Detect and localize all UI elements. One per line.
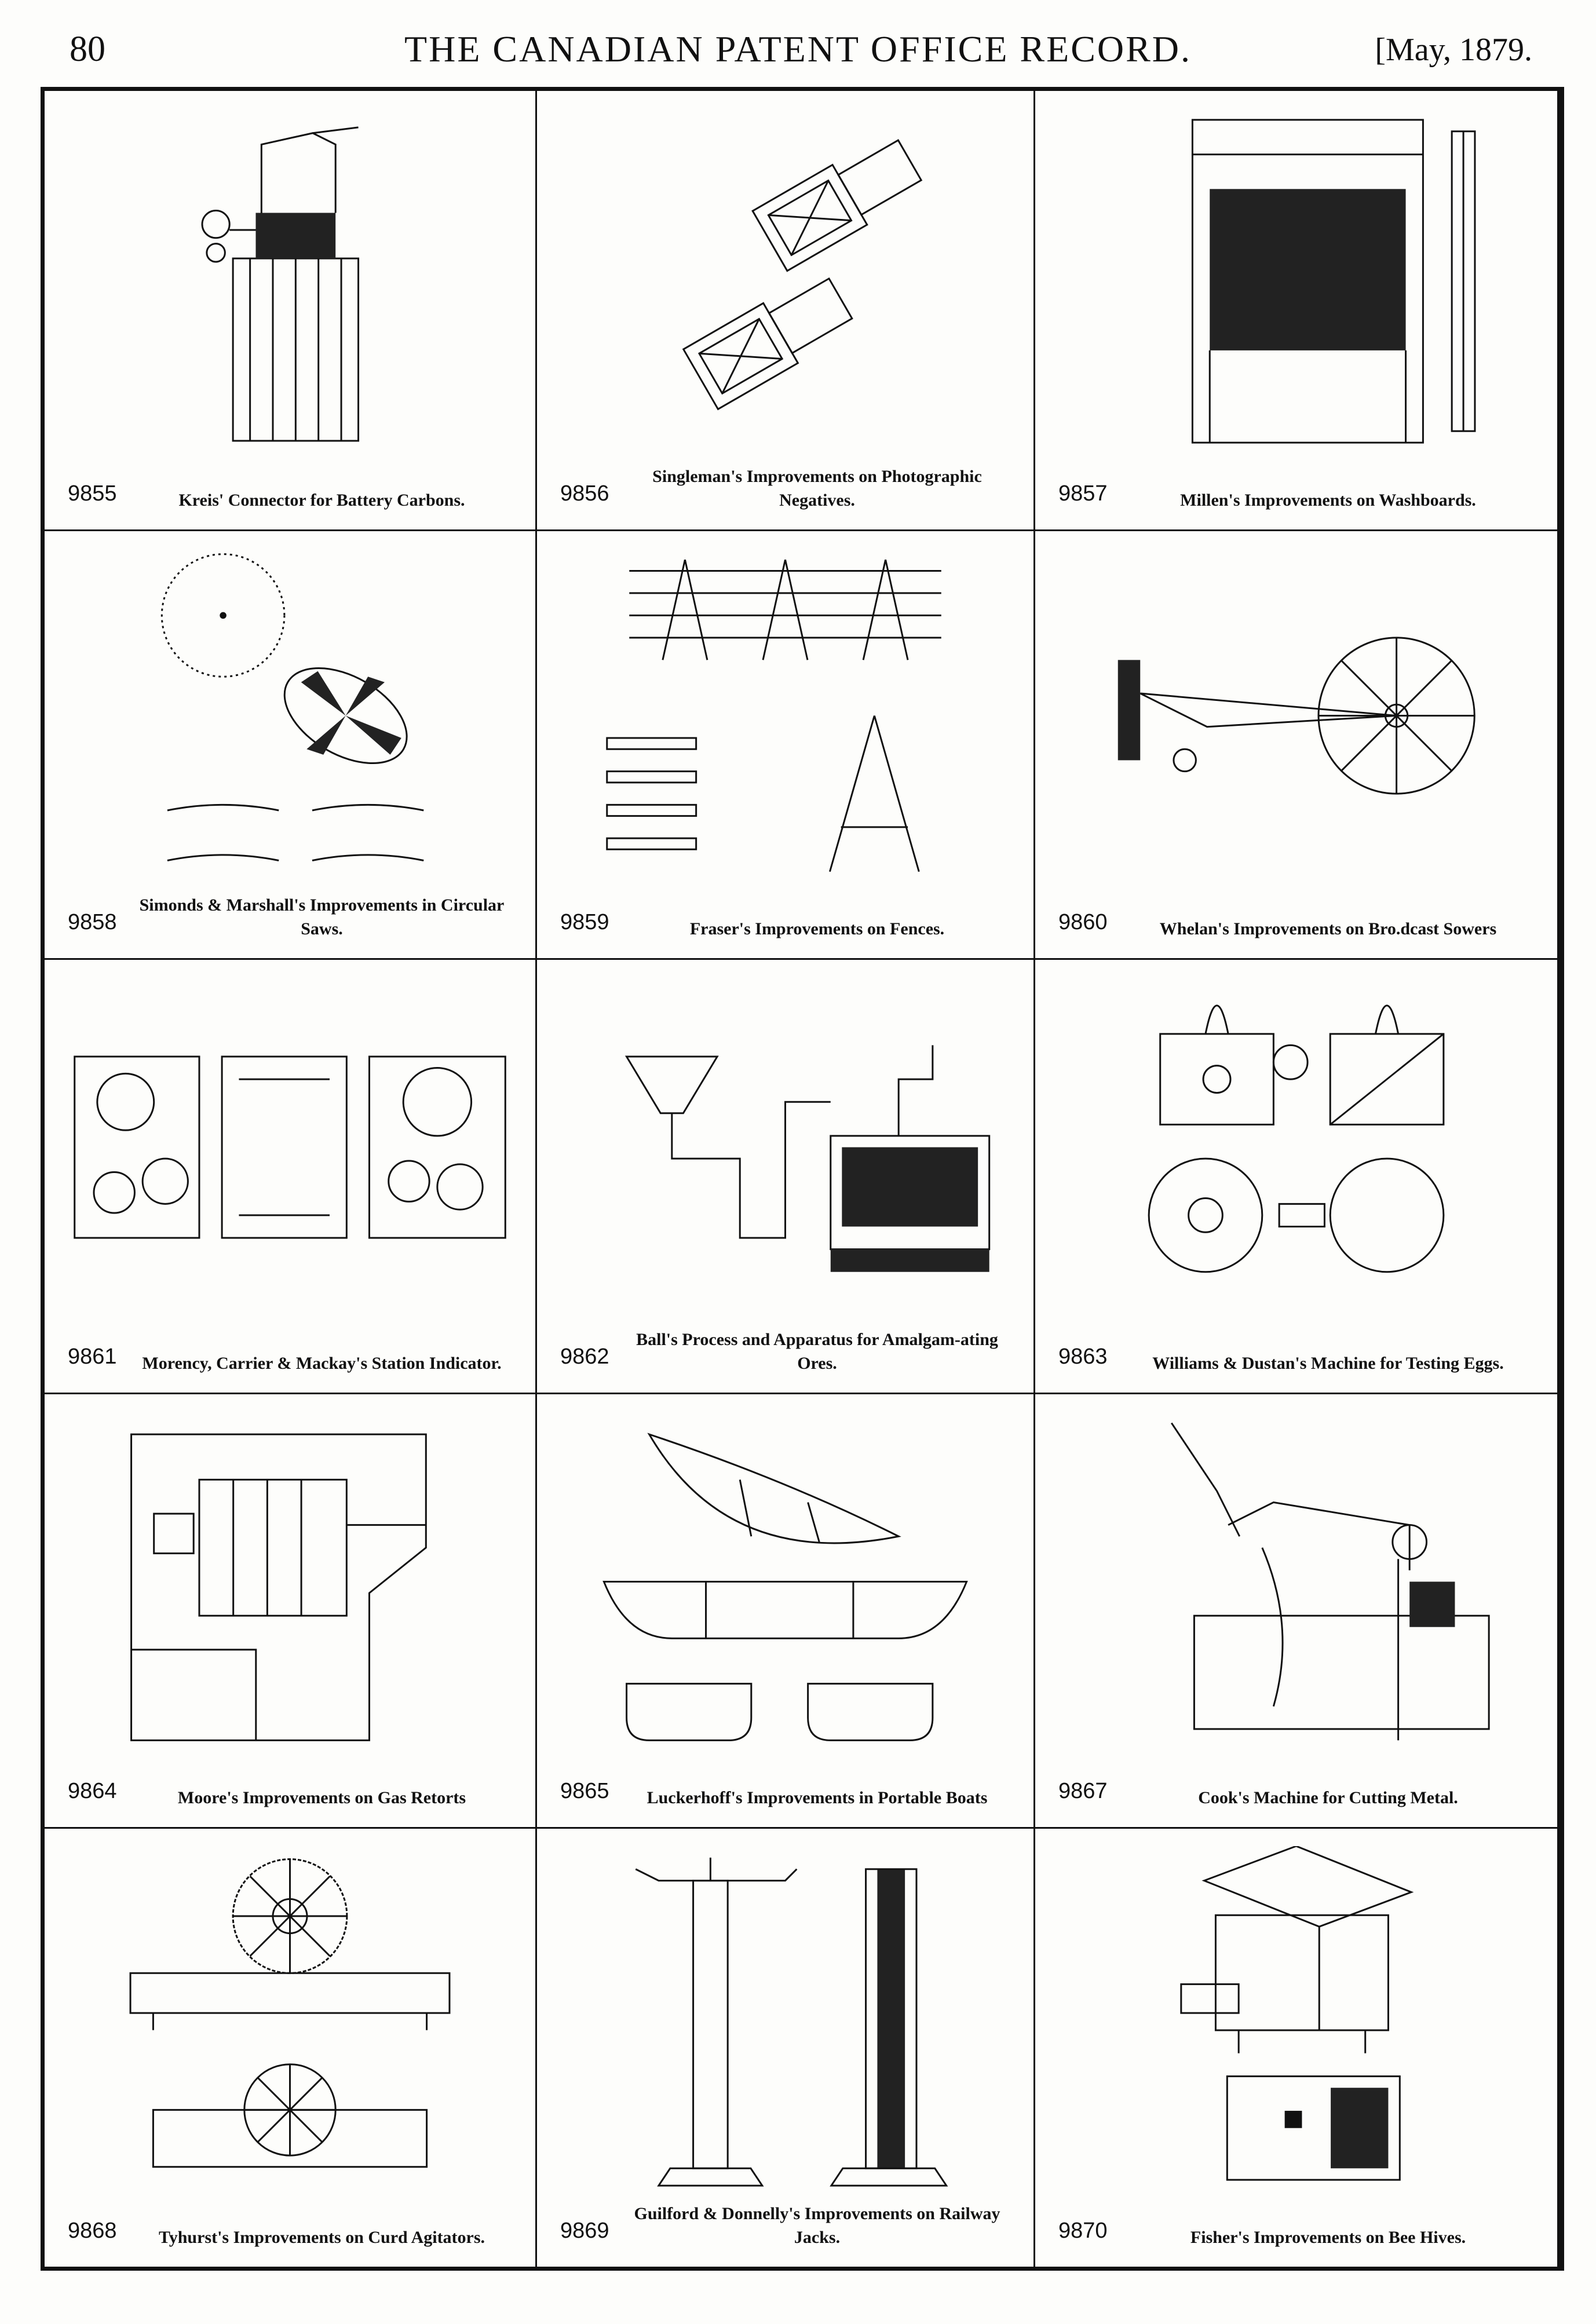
patent-cell-9869: 9869 Guilford & Donnelly's Improvements … (537, 1829, 1035, 2267)
patent-caption: Ball's Process and Apparatus for Amalgam… (636, 1330, 998, 1373)
patent-caption: Morency, Carrier & Mackay's Station Indi… (142, 1353, 502, 1373)
patent-number: 9862 (560, 1344, 609, 1369)
patent-cell-9865: 9865 Luckerhoff's Improvements in Portab… (537, 1394, 1035, 1829)
patent-caption: Simonds & Marshall's Improvements in Cir… (139, 896, 505, 938)
patent-cell-9858: 9858 Simonds & Marshall's Improvements i… (45, 531, 537, 960)
patent-number: 9856 (560, 481, 609, 506)
amalgamating-apparatus-drawing-icon (554, 977, 1016, 1317)
page-title: THE CANADIAN PATENT OFFICE RECORD. (404, 28, 1192, 70)
page-header: 80 THE CANADIAN PATENT OFFICE RECORD. [M… (0, 23, 1596, 75)
railway-jack-drawing-icon (554, 1846, 1016, 2191)
fence-drawing-icon (554, 549, 1016, 883)
bee-hive-drawing-icon (1053, 1846, 1540, 2191)
patent-cell-9860: 9860 Whelan's Improvements on Bro.dcast … (1035, 531, 1557, 960)
patent-number: 9863 (1058, 1344, 1108, 1369)
patent-number: 9864 (68, 1779, 117, 1803)
broadcast-sower-drawing-icon (1053, 549, 1540, 883)
patent-caption: Tyhurst's Improvements on Curd Agitators… (158, 2227, 485, 2247)
photographic-frames-drawing-icon (554, 108, 1016, 454)
patent-number: 9867 (1058, 1779, 1108, 1803)
patent-caption: Millen's Improvements on Washboards. (1180, 490, 1476, 510)
battery-connector-drawing-icon (62, 108, 518, 454)
patent-caption: Luckerhoff's Improvements in Portable Bo… (647, 1788, 988, 1807)
curd-agitator-drawing-icon (62, 1846, 518, 2191)
patent-cell-9856: 9856 Singleman's Improvements on Photogr… (537, 91, 1035, 531)
page-number: 80 (70, 30, 105, 69)
patent-caption: Kreis' Connector for Battery Carbons. (178, 490, 465, 510)
patent-caption: Singleman's Improvements on Photographic… (652, 467, 982, 510)
patent-cell-9868: 9868 Tyhurst's Improvements on Curd Agit… (45, 1829, 537, 2267)
patent-cell-9859: 9859 Fraser's Improvements on Fences. (537, 531, 1035, 960)
patent-cell-9867: 9867 Cook's Machine for Cutting Metal. (1035, 1394, 1557, 1829)
patent-caption: Fraser's Improvements on Fences. (689, 919, 945, 938)
patent-number: 9869 (560, 2219, 609, 2243)
patent-caption: Fisher's Improvements on Bee Hives. (1190, 2227, 1466, 2247)
issue-date: [May, 1879. (1375, 32, 1532, 68)
patent-number: 9857 (1058, 481, 1108, 506)
patent-cell-9870: 9870 Fisher's Improvements on Bee Hives. (1035, 1829, 1557, 2267)
patent-caption: Whelan's Improvements on Bro.dcast Sower… (1159, 919, 1497, 938)
washboard-drawing-icon (1053, 108, 1540, 454)
patent-cell-9857: 9857 Millen's Improvements on Washboards… (1035, 91, 1557, 531)
patent-cell-9855: 9855 Kreis' Connector for Battery Carbon… (45, 91, 537, 531)
patent-caption: Guilford & Donnelly's Improvements on Ra… (634, 2204, 1000, 2247)
patent-number: 9855 (68, 481, 117, 506)
patent-number: 9870 (1058, 2219, 1108, 2243)
patent-number: 9859 (560, 910, 609, 934)
patent-cell-9861: 9861 Morency, Carrier & Mackay's Station… (45, 960, 537, 1394)
patent-caption: Moore's Improvements on Gas Retorts (177, 1788, 466, 1807)
patent-cell-9863: 9863 Williams & Dustan's Machine for Tes… (1035, 960, 1557, 1394)
patent-number: 9858 (68, 910, 117, 934)
patent-number: 9861 (68, 1344, 117, 1369)
patent-number: 9865 (560, 1779, 609, 1803)
patent-number: 9860 (1058, 910, 1108, 934)
station-indicator-drawing-icon (62, 977, 518, 1317)
patent-caption: Cook's Machine for Cutting Metal. (1198, 1788, 1458, 1807)
patent-cell-9862: 9862 Ball's Process and Apparatus for Am… (537, 960, 1035, 1394)
patent-cell-9864: 9864 Moore's Improvements on Gas Retorts (45, 1394, 537, 1829)
patent-number: 9868 (68, 2219, 117, 2243)
patent-grid: 9855 Kreis' Connector for Battery Carbon… (41, 87, 1564, 2271)
metal-cutter-drawing-icon (1053, 1412, 1540, 1752)
circular-saw-drawing-icon (62, 549, 518, 883)
gas-retort-drawing-icon (62, 1412, 518, 1752)
patent-caption: Williams & Dustan's Machine for Testing … (1152, 1353, 1504, 1373)
portable-boat-drawing-icon (554, 1412, 1016, 1752)
egg-tester-drawing-icon (1053, 977, 1540, 1317)
